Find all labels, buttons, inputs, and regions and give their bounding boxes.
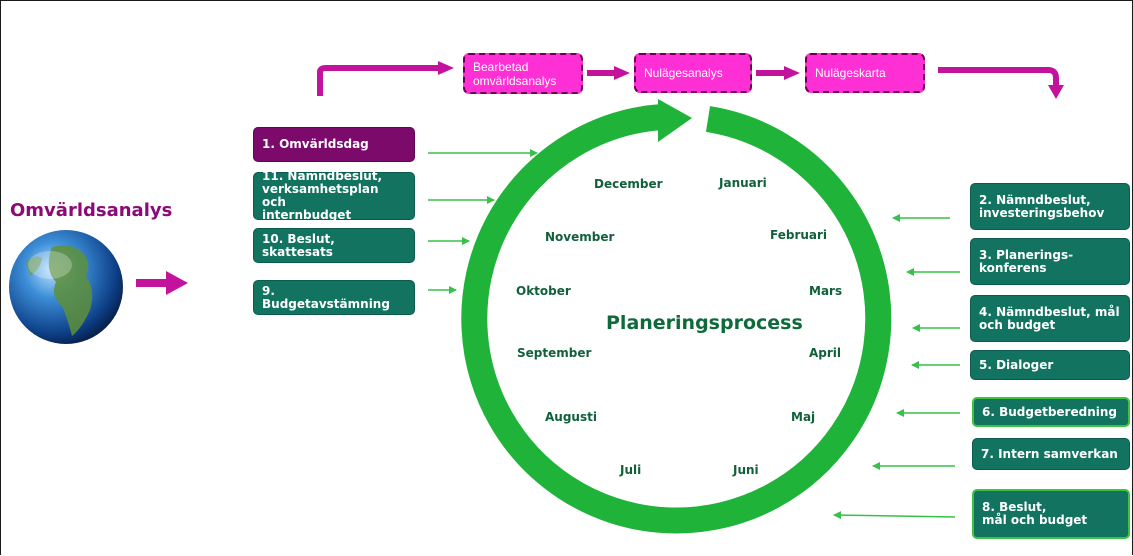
step-1-omvarldsdag: 1. Omvärldsdag <box>253 127 415 162</box>
top-flow-arrow-2-head <box>784 66 800 80</box>
step-8-beslut-mal-budget: 8. Beslut, mål och budget <box>972 489 1130 539</box>
arrow-beslut-mal-budget <box>833 511 956 520</box>
omvarldsanalys-title: Omvärldsanalys <box>10 200 173 221</box>
top-flow-start-arrow <box>317 65 440 96</box>
month-november: November <box>545 230 615 244</box>
step-6-budgetberedning: 6. Budgetberedning <box>972 397 1130 427</box>
flow-box-nulagesanalys: Nulägesanalys <box>634 53 752 93</box>
planeringsprocess-title: Planeringsprocess <box>606 312 803 334</box>
step-5-dialoger: 5. Dialoger <box>970 350 1130 380</box>
step-4-malbudget: 4. Nämndbeslut, mål och budget <box>970 295 1130 342</box>
top-flow-end-arrowhead <box>1048 85 1064 99</box>
month-april: April <box>809 346 842 360</box>
month-juni: Juni <box>733 463 759 477</box>
month-maj: Maj <box>791 410 816 424</box>
flow-box-bearbetad-omvarldsanalys: Bearbetad omvärldsanalys <box>463 53 583 94</box>
process-ring-arrowhead <box>658 99 692 142</box>
month-december: December <box>594 177 663 191</box>
step-2-investeringsbehov: 2. Nämndbeslut, investeringsbehov <box>970 183 1130 230</box>
top-flow-end-arrow <box>938 67 1059 86</box>
globe-arrow-shaft <box>136 279 168 287</box>
earth-globe-icon <box>9 230 123 344</box>
month-januari: Januari <box>719 176 767 190</box>
month-februari: Februari <box>770 228 828 242</box>
step-10-beslut-skattesats: 10. Beslut, skattesats <box>253 228 415 263</box>
step-7-intern-samverkan: 7. Intern samverkan <box>972 438 1130 470</box>
month-augusti: Augusti <box>545 410 597 424</box>
step-3-planeringskonferens: 3. Planerings- konferens <box>970 238 1130 285</box>
month-juli: Juli <box>620 463 642 477</box>
step-11-nämndbeslut-verksamhetsplan: 11. Nämndbeslut, verksamhetsplan och int… <box>253 170 415 222</box>
month-oktober: Oktober <box>516 284 571 298</box>
flow-box-nulageskarta: Nulägeskarta <box>805 53 925 93</box>
top-flow-start-arrowhead <box>438 61 454 75</box>
process-ring <box>461 104 892 534</box>
step-9-budgetavstamning: 9. Budgetavstämning <box>253 280 415 315</box>
globe-arrow-head <box>166 271 188 295</box>
month-mars: Mars <box>809 284 843 298</box>
top-flow-arrow-1-head <box>614 66 630 80</box>
month-september: September <box>517 346 592 360</box>
